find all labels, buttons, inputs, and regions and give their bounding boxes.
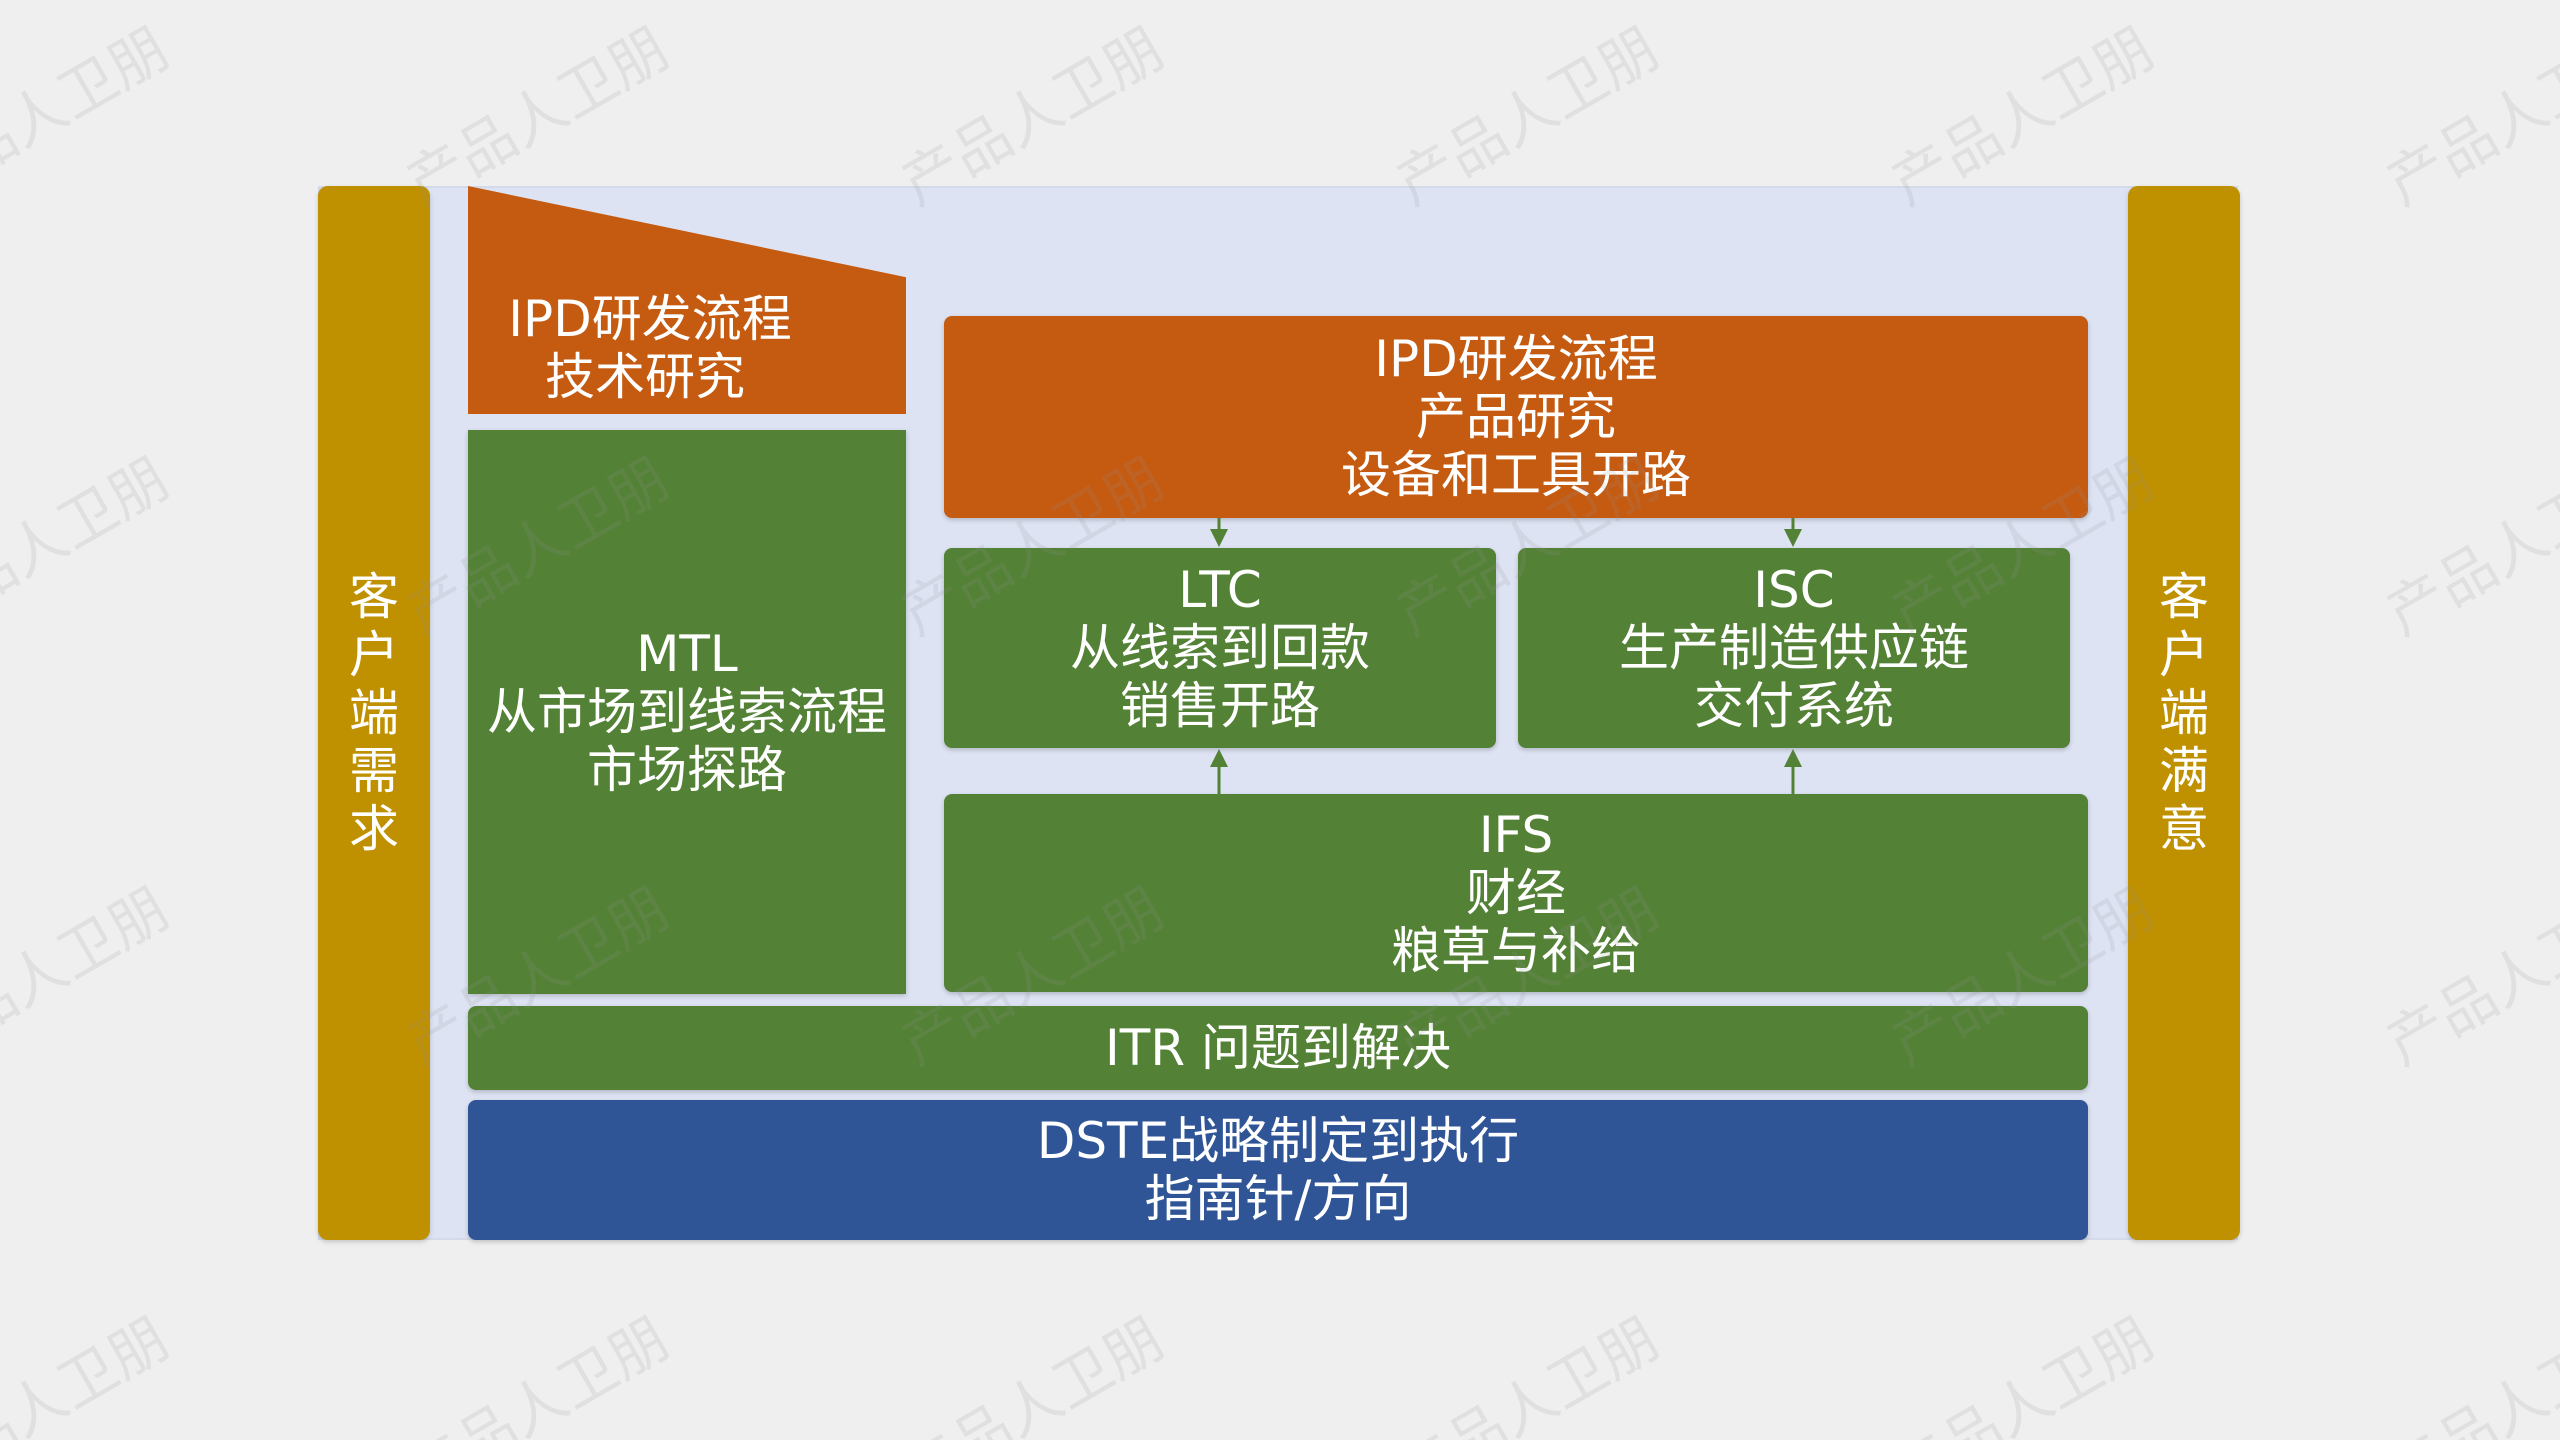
dste-title: DSTE战略制定到执行 (1036, 1112, 1520, 1170)
isc-desc: 交付系统 (1694, 677, 1894, 735)
ipd-product-research-desc: 设备和工具开路 (1341, 446, 1691, 504)
ifs-box: IFS 财经 粮草与补给 (944, 794, 2088, 992)
watermark-text: 产品人卫朋 (889, 1304, 1176, 1440)
ipd-tech-research-subtitle: 技术研究 (545, 348, 745, 406)
watermark-text: 产品人卫朋 (2374, 1304, 2560, 1440)
watermark-text: 产品人卫朋 (2374, 874, 2560, 1079)
ltc-subtitle: 从线索到回款 (1070, 619, 1370, 677)
dste-box: DSTE战略制定到执行 指南针/方向 (468, 1100, 2088, 1240)
mtl-title: MTL (636, 625, 738, 683)
isc-box: ISC 生产制造供应链 交付系统 (1518, 548, 2070, 748)
ltc-title: LTC (1178, 561, 1262, 619)
itr-title: ITR 问题到解决 (1105, 1019, 1451, 1077)
ifs-title: IFS (1478, 806, 1554, 864)
watermark-text: 产品人卫朋 (0, 444, 181, 649)
ltc-box: LTC 从线索到回款 销售开路 (944, 548, 1496, 748)
ifs-subtitle: 财经 (1466, 864, 1566, 922)
customer-satisfaction-label: 客户端满意 (2159, 568, 2209, 858)
customer-demand-pillar: 客户端需求 (318, 186, 430, 1240)
watermark-text: 产品人卫朋 (2374, 444, 2560, 649)
watermark-text: 产品人卫朋 (0, 1304, 181, 1440)
ltc-desc: 销售开路 (1120, 677, 1320, 735)
watermark-text: 产品人卫朋 (0, 874, 181, 1079)
customer-satisfaction-pillar: 客户端满意 (2128, 186, 2240, 1240)
customer-demand-label: 客户端需求 (349, 568, 399, 858)
mtl-box: MTL 从市场到线索流程 市场探路 (468, 430, 906, 994)
watermark-text: 产品人卫朋 (2374, 14, 2560, 219)
isc-subtitle: 生产制造供应链 (1619, 619, 1969, 677)
watermark-text: 产品人卫朋 (1384, 1304, 1671, 1440)
watermark-text: 产品人卫朋 (394, 1304, 681, 1440)
ifs-desc: 粮草与补给 (1391, 922, 1641, 980)
watermark-text: 产品人卫朋 (1879, 1304, 2166, 1440)
mtl-desc: 市场探路 (587, 741, 787, 799)
ipd-tech-research-title: IPD研发流程 (508, 290, 792, 348)
isc-title: ISC (1753, 561, 1835, 619)
mtl-subtitle: 从市场到线索流程 (487, 683, 887, 741)
ipd-product-research-title: IPD研发流程 (1374, 330, 1658, 388)
itr-box: ITR 问题到解决 (468, 1006, 2088, 1090)
dste-subtitle: 指南针/方向 (1144, 1170, 1412, 1228)
watermark-text: 产品人卫朋 (0, 14, 181, 219)
ipd-product-research-box: IPD研发流程 产品研究 设备和工具开路 (944, 316, 2088, 518)
ipd-product-research-subtitle: 产品研究 (1416, 388, 1616, 446)
